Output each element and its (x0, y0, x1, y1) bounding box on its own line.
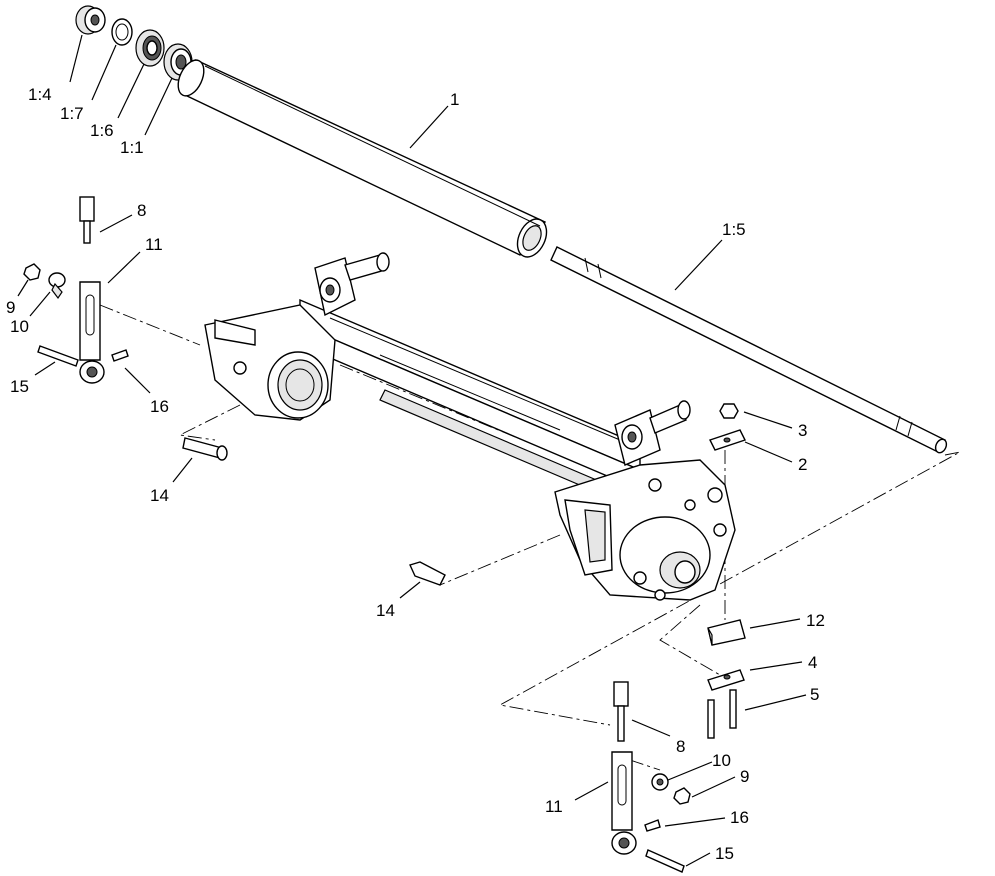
nut-part-9-bottom (673, 787, 691, 805)
block-part-12 (707, 619, 746, 646)
callout-8-bottom: 8 (676, 737, 685, 756)
callout-10-top: 10 (10, 317, 29, 336)
bolt-part-8-bottom (613, 681, 629, 742)
callout-1-5: 1:5 (722, 220, 746, 239)
link-part-11-bottom (611, 751, 637, 855)
callout-labels: 1:4 1:7 1:6 1:1 1 1:5 8 11 9 10 15 16 14… (6, 85, 825, 863)
leader-lines (17, 34, 807, 867)
deck-frame (204, 252, 736, 601)
washer-part-10-bottom (651, 773, 669, 791)
pin-part-15-top (37, 345, 79, 367)
callout-10-bottom: 10 (712, 751, 731, 770)
callout-1: 1 (450, 90, 459, 109)
cap-part-1-4 (75, 5, 106, 35)
callout-15-bottom: 15 (715, 844, 734, 863)
callout-4: 4 (808, 653, 817, 672)
screw-part-16-bottom (644, 819, 661, 832)
link-part-11-top (79, 281, 105, 384)
callout-11-bottom: 11 (545, 797, 563, 816)
clip-part-4 (707, 669, 745, 691)
shaft-part-1-5 (550, 246, 948, 454)
callout-9-bottom: 9 (740, 767, 749, 786)
bolts-part-5 (707, 689, 737, 739)
callout-16-top: 16 (150, 397, 169, 416)
callout-5: 5 (810, 685, 819, 704)
callout-16-bottom: 16 (730, 808, 749, 827)
screw-part-16-top (111, 349, 129, 362)
callout-9-top: 9 (6, 298, 15, 317)
washer-part-1-7 (111, 18, 133, 46)
roller-tube-part-1 (177, 59, 548, 258)
callout-15-top: 15 (10, 377, 29, 396)
bolt-part-8-top (79, 196, 95, 244)
nut-part-3 (719, 403, 739, 419)
callout-11-top: 11 (145, 235, 163, 254)
seal-part-1-6 (135, 29, 165, 67)
bolt-part-14-mid (409, 561, 446, 586)
pin-part-15-bottom (645, 849, 685, 873)
callout-14-mid: 14 (376, 601, 395, 620)
plate-part-2 (709, 429, 746, 451)
callout-2: 2 (798, 455, 807, 474)
callout-12: 12 (806, 611, 825, 630)
callout-1-1: 1:1 (120, 138, 144, 157)
nut-part-9-top (23, 263, 41, 281)
callout-1-7: 1:7 (60, 104, 84, 123)
callout-1-4: 1:4 (28, 85, 52, 104)
callout-8-top: 8 (137, 201, 146, 220)
callout-3: 3 (798, 421, 807, 440)
bolt-part-14-left (182, 437, 228, 461)
washer-part-10-top (48, 272, 66, 300)
callout-1-6: 1:6 (90, 121, 114, 140)
callout-14-left: 14 (150, 486, 169, 505)
